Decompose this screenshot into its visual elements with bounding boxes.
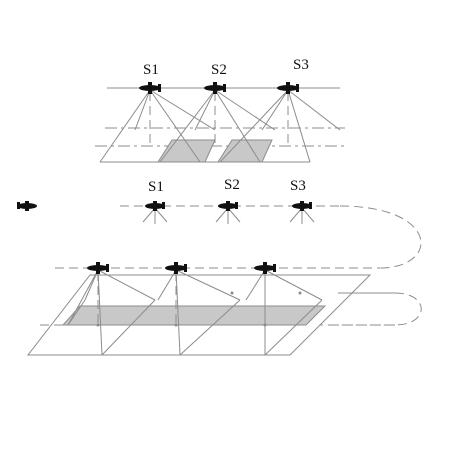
middle-label-s1: S1 (148, 179, 164, 195)
bottom-overlap-band (61, 305, 327, 326)
aircraft-icon (254, 262, 276, 274)
top-pyramid-s3 (219, 89, 341, 163)
aircraft-icon (277, 82, 299, 94)
bottom-group (26, 262, 422, 356)
aircraft-icon (145, 201, 165, 211)
aircraft-icon (17, 201, 37, 211)
aircraft-icon (139, 82, 161, 94)
middle-label-s2: S2 (224, 177, 240, 193)
bottom-pyramid-s1 (67, 269, 156, 356)
aircraft-icon (204, 82, 226, 94)
aircraft-icon (165, 262, 187, 274)
aircraft-icon (87, 262, 109, 274)
middle-label-s3: S3 (290, 178, 306, 194)
top-label-s1: S1 (143, 62, 159, 78)
bottom-pyramid-s3 (245, 269, 323, 356)
top-group: S1 S2 S3 (95, 57, 345, 163)
aircraft-icon (218, 201, 238, 211)
turn-loop-lower (320, 292, 422, 326)
top-overlap-2 (217, 139, 273, 163)
top-pyramid-s2 (159, 89, 276, 163)
top-label-s3: S3 (293, 57, 309, 73)
top-pyramid-s1 (99, 89, 216, 163)
bottom-ground-plane (26, 274, 372, 356)
aircraft-icon (292, 201, 312, 211)
turn-loop-upper (339, 205, 422, 269)
top-label-s2: S2 (211, 62, 227, 78)
bottom-pyramid-s2 (157, 269, 241, 356)
middle-group: S1 S2 S3 (17, 177, 422, 269)
